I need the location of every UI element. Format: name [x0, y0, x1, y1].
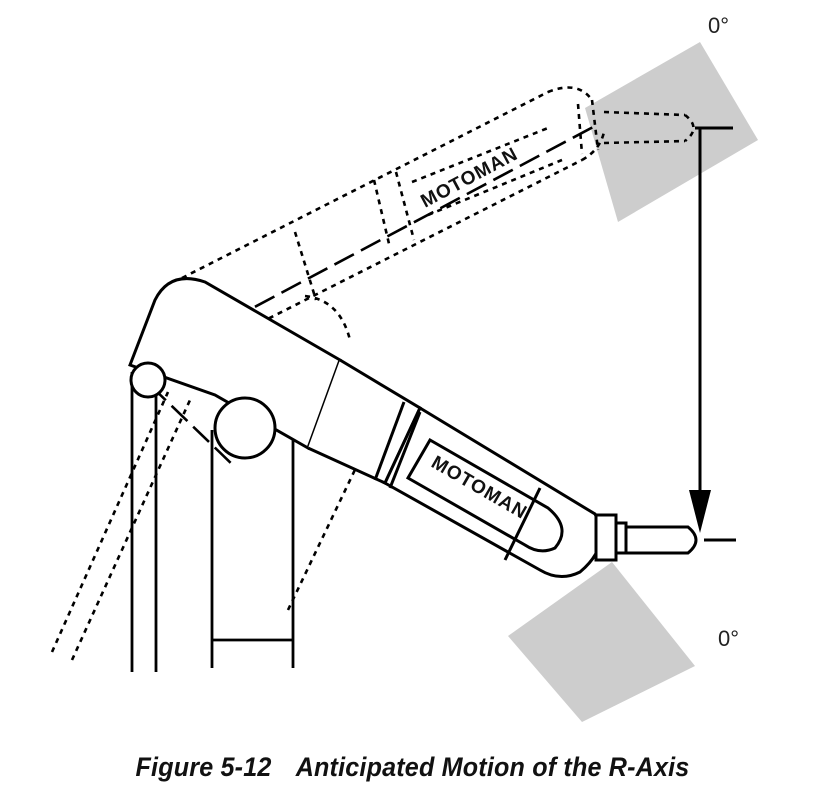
- workpiece-top: [585, 42, 758, 222]
- angle-label-bottom: 0°: [718, 626, 739, 651]
- angle-label-top: 0°: [708, 13, 729, 38]
- shoulder-joint: [129, 361, 167, 399]
- robot-wrist-tool: [594, 513, 736, 562]
- workpiece-bottom: [508, 562, 695, 722]
- robot-arm-solid: [128, 277, 603, 578]
- brand-label-upper: MOTOMAN: [417, 144, 521, 213]
- figure-number: Figure 5-12: [135, 752, 272, 782]
- robot-base: [130, 372, 295, 672]
- motion-arrow: [689, 126, 733, 533]
- figure-caption: Figure 5-12 Anticipated Motion of the R-A…: [29, 752, 796, 783]
- figure-title: Anticipated Motion of the R-Axis: [295, 752, 690, 782]
- elbow-joint: [213, 396, 277, 460]
